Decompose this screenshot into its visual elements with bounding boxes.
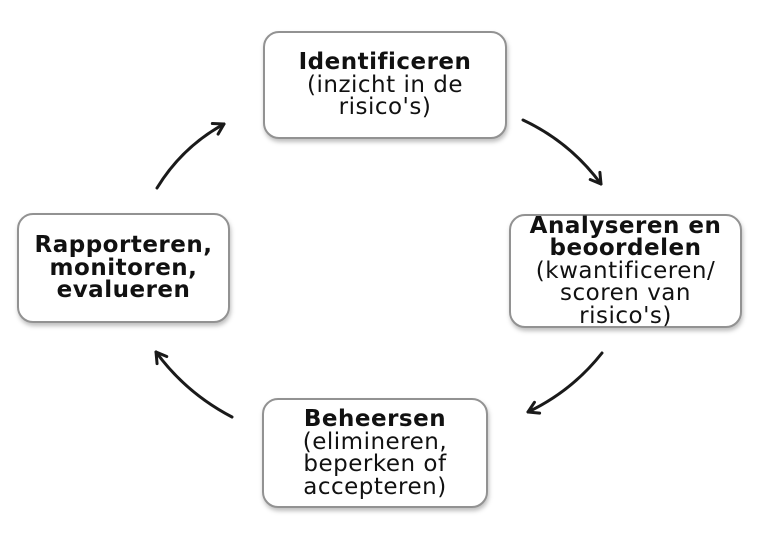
node-identificeren-title: Identificeren (298, 49, 472, 76)
node-beheersen-title: Beheersen (303, 406, 447, 432)
node-beheersen: Beheersen (elimineren, beperken of accep… (262, 398, 488, 508)
node-analyseren-en-beoordelen: Analyseren en beoordelen (kwantificeren/… (509, 214, 742, 328)
node-identificeren: Identificeren (inzicht in de risico's) (263, 31, 507, 139)
node-analyseren-subtitle: (kwantificeren/ scoren van risico's) (535, 257, 716, 329)
arrow-beheersen-to-rapporteren (154, 350, 234, 419)
node-identificeren-subtitle: (inzicht in de risico's) (307, 71, 463, 121)
arrow-identificeren-to-analyseren (521, 118, 603, 186)
node-rapporteren-monitoren-evalueren: Rapporteren, monitoren, evalueren (17, 213, 230, 323)
arrow-analyseren-to-beheersen (526, 351, 604, 415)
node-rapporteren-title: Rapporteren, monitoren, evalueren (34, 232, 213, 304)
node-analyseren-title: Analyseren en beoordelen (529, 212, 722, 262)
arrow-rapporteren-to-identificeren (155, 122, 226, 190)
node-beheersen-subtitle: (elimineren, beperken of accepteren) (302, 428, 448, 500)
